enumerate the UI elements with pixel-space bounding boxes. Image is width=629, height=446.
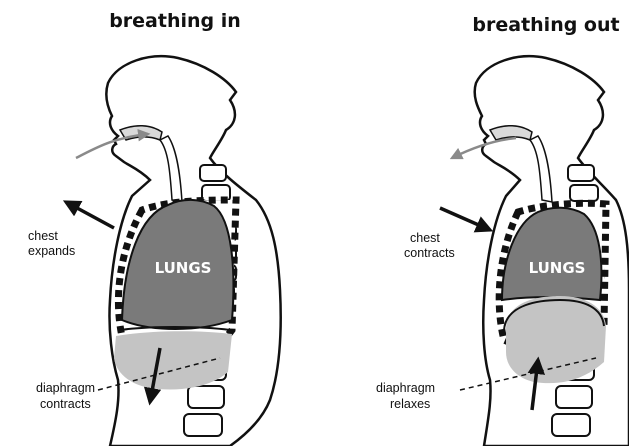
diaphragm-label: diaphragm relaxes: [376, 381, 439, 411]
diaphragm: [114, 331, 232, 389]
panel-title: breathing in: [109, 10, 241, 32]
panel-breathing-in: breathing in LUNGS: [28, 10, 281, 446]
chest-contracts-arrow: [440, 208, 490, 230]
lungs-label: LUNGS: [155, 259, 212, 277]
diaphragm-label: diaphragm contracts: [36, 381, 99, 411]
lungs-label: LUNGS: [529, 259, 586, 277]
panel-breathing-out: breathing out LUNGS: [376, 14, 629, 446]
chest-label: chest contracts: [404, 231, 455, 260]
panel-title: breathing out: [472, 14, 619, 36]
diaphragm: [506, 296, 606, 383]
chest-label: chest expands: [28, 229, 75, 258]
chest-expands-arrow: [66, 202, 114, 228]
